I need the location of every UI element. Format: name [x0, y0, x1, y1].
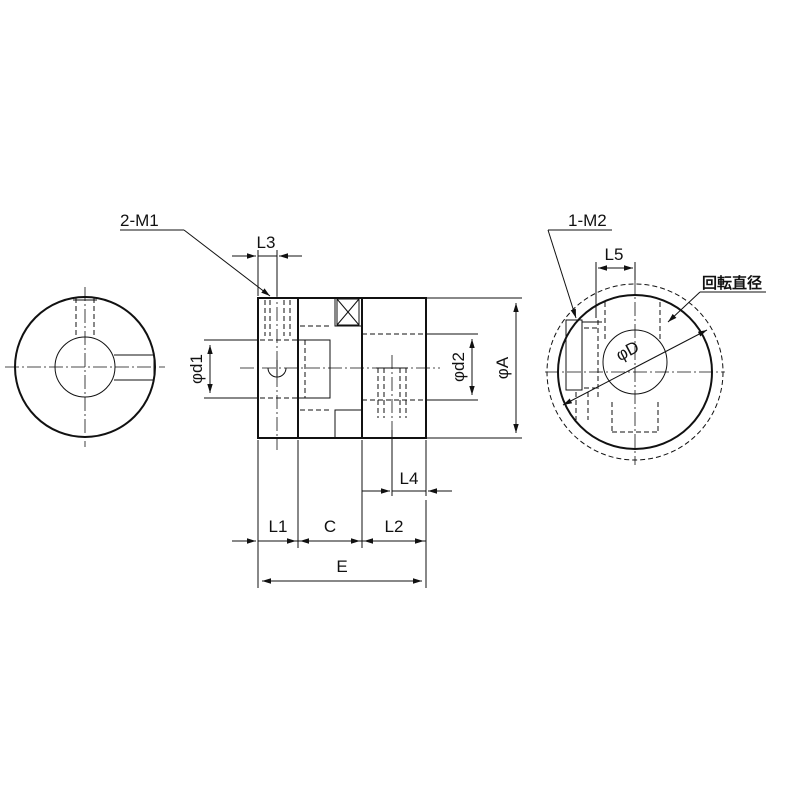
m1-label: 2-M1	[120, 211, 159, 230]
m2-label: 1-M2	[568, 211, 607, 230]
d2-label: φd2	[449, 352, 468, 382]
l4-label: L4	[400, 469, 419, 488]
c-label: C	[324, 517, 336, 536]
slit-mark	[336, 298, 360, 326]
d-label: φD	[613, 337, 643, 365]
a-label: φA	[493, 356, 512, 379]
rotation-diameter-label: 回転直径	[702, 274, 762, 292]
d1-label: φd1	[187, 354, 206, 384]
right-view-bore-circle	[602, 329, 668, 395]
l5-label: L5	[605, 245, 624, 264]
right-end-view: 1-M2 L5 φD 回転直径	[545, 211, 766, 465]
clamp-screw	[565, 319, 583, 391]
l2-label: L2	[385, 517, 404, 536]
l1-label: L1	[269, 517, 288, 536]
side-view: φd1 φd2 φA L3 2-M1 L4	[120, 211, 522, 588]
e-label: E	[336, 557, 347, 576]
l3-label: L3	[257, 233, 276, 252]
left-end-view	[5, 287, 165, 447]
